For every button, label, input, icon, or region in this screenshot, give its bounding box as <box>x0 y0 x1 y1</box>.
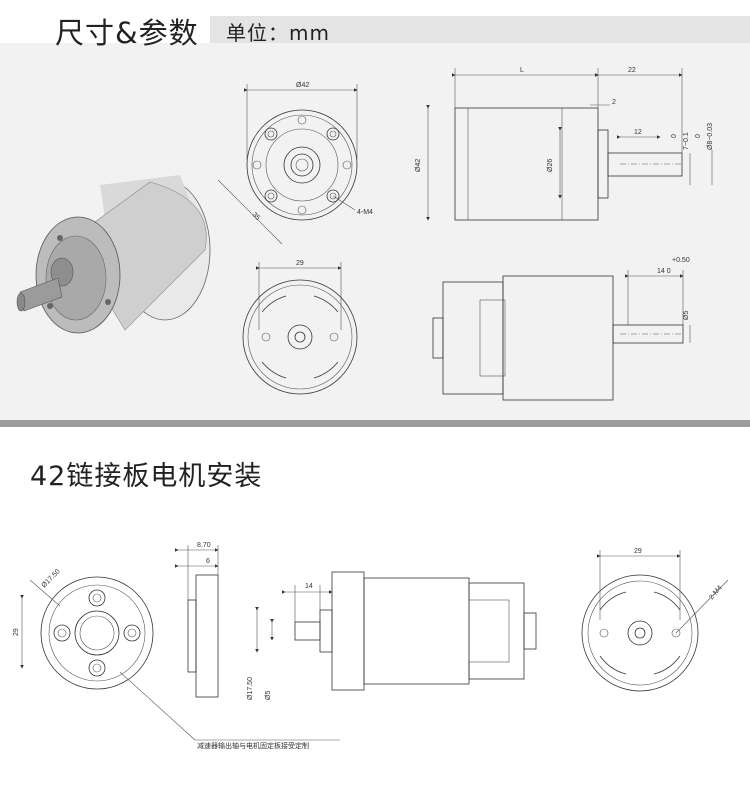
section-divider <box>0 420 750 427</box>
thick-870-label: 8.70 <box>197 542 211 549</box>
tol-a-label: 0 <box>671 134 678 138</box>
front-dia-label: Ø42 <box>296 82 309 89</box>
side-12-label: 12 <box>634 129 642 136</box>
side-length-label: L <box>520 67 524 74</box>
side-dia26-label: Ø26 <box>547 159 554 172</box>
front-holes-label: 4-M4 <box>357 209 373 216</box>
header-band <box>210 16 750 43</box>
tol-d-label: Ø8−0.03 <box>707 123 714 150</box>
motor-side-view: +0.50 14 0 Ø5 <box>432 257 691 401</box>
motor-tol-label: +0.50 <box>672 257 690 264</box>
rear-view: 29 <box>242 260 358 395</box>
motor-rear-view: 29 2-M4 <box>581 548 729 692</box>
section-title: 42链接板电机安装 <box>30 461 263 492</box>
tol-c-label: 0 <box>695 134 702 138</box>
side-2-label: 2 <box>612 99 616 106</box>
rear2-29-label: 29 <box>634 548 642 555</box>
plate-dia-label: Ø17.50 <box>40 568 61 589</box>
side-view: L 22 2 12 Ø42 Ø26 0 7−0.1 0 Ø8−0.03 <box>415 67 714 221</box>
motor-3d-illustration <box>16 175 211 334</box>
side-22-label: 22 <box>628 67 636 74</box>
assembly-side-view: 14 Ø17.50 Ø5 <box>247 571 537 700</box>
assy-dia1750-label: Ø17.50 <box>247 677 254 700</box>
tol-b-label: 7−0.1 <box>683 132 690 150</box>
front-pcd-label: 35 <box>251 211 262 222</box>
assy-dia5-label: Ø5 <box>265 691 272 700</box>
motor-dia5-label: Ø5 <box>683 311 690 320</box>
assy-14-label: 14 <box>305 583 313 590</box>
plate-side-view: 8.70 6 <box>175 542 219 698</box>
page-title: 尺寸&参数 <box>55 16 199 50</box>
custom-note: 减速器输出轴与电机固定板接受定制 <box>197 741 309 750</box>
front-view: Ø42 35 4-M4 <box>217 82 373 245</box>
side-dia42-label: Ø42 <box>415 159 422 172</box>
plate-29-label: 29 <box>13 628 20 636</box>
rear-29-label: 29 <box>296 260 304 267</box>
motor-14-label: 14 0 <box>657 268 671 275</box>
unit-label: 单位：mm <box>226 21 330 45</box>
thick-6-label: 6 <box>206 558 210 565</box>
plate-front-view: Ø17.50 29 减速器输出轴与电机固定板接受定制 <box>13 568 340 750</box>
